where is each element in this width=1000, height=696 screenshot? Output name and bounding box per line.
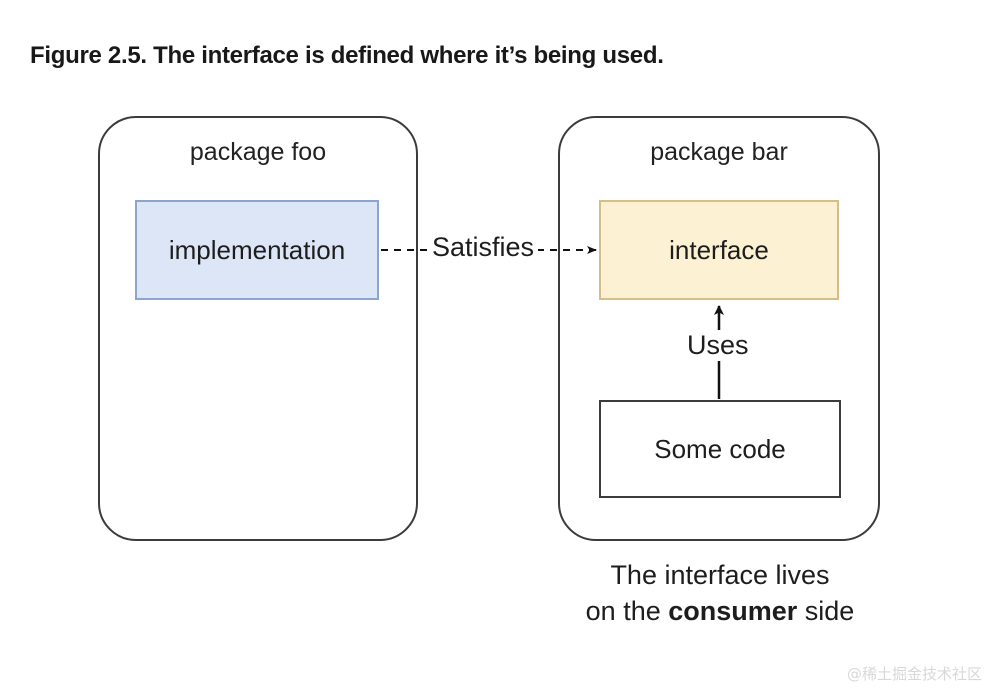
uses-edge-label: Uses — [681, 330, 755, 361]
package-foo-title: package foo — [189, 138, 327, 166]
interface-node[interactable]: interface — [599, 200, 839, 300]
interface-label: interface — [669, 234, 769, 265]
some-code-label: Some code — [654, 433, 786, 464]
watermark: @稀土掘金技术社区 — [846, 665, 982, 683]
bottom-note-line-2: on the consumer side — [540, 593, 900, 629]
bottom-note-emphasis: consumer — [668, 596, 798, 626]
figure-caption: Figure 2.5. The interface is defined whe… — [30, 42, 664, 69]
bottom-note-prefix: on the — [585, 596, 669, 626]
bottom-note-suffix: side — [797, 596, 855, 626]
package-foo-container: package foo — [98, 116, 418, 541]
implementation-label: implementation — [168, 234, 346, 265]
bottom-note: The interface lives on the consumer side — [540, 557, 900, 629]
package-bar-title: package bar — [650, 138, 788, 166]
some-code-node[interactable]: Some code — [599, 400, 841, 498]
implementation-node[interactable]: implementation — [135, 200, 379, 300]
bottom-note-line-1: The interface lives — [610, 560, 830, 590]
satisfies-edge-label: Satisfies — [428, 232, 539, 263]
